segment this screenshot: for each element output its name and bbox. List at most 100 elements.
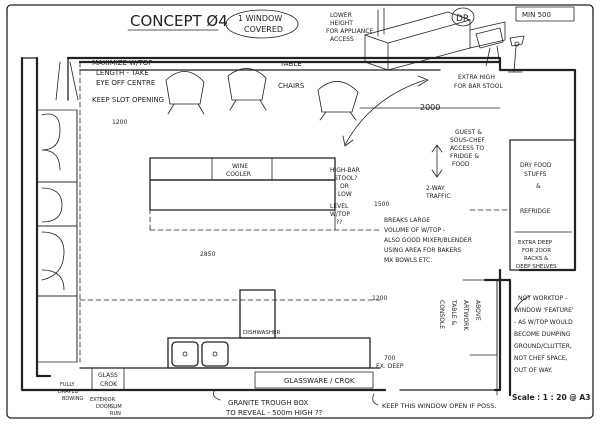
note-console-3: ARTWORK — [462, 300, 469, 331]
note-guest-1: GUEST & — [455, 129, 482, 136]
note-not-worktop-3: - AS W/TOP WOULD — [514, 319, 573, 326]
note-glass-crok-1: GLASS — [98, 372, 118, 379]
corner-tag: DR — [456, 14, 469, 24]
note-dim-700-1: 700 — [384, 355, 396, 362]
note-not-worktop-1: NOT WORKTOP - — [518, 295, 567, 302]
note-keep-window: KEEP THIS WINDOW OPEN IF POSS. — [382, 402, 496, 410]
note-granite-1: GRANITE TROUGH BOX — [228, 399, 308, 407]
note-exterior-2: DOOR — [96, 404, 112, 410]
sheet-border — [6, 4, 594, 419]
note-guest-3: ACCESS TO — [450, 145, 484, 152]
left-window-slot — [55, 57, 79, 101]
note-dry-food-1: DRY FOOD — [520, 162, 552, 169]
title-note-line-1: 1 WINDOW — [238, 14, 282, 23]
note-wine-cooler-1: WINE — [232, 163, 248, 170]
note-breaks-3: ALSO GOOD MIXER/BLENDER — [384, 237, 472, 244]
curved-arrow — [344, 79, 426, 146]
note-granite-2: TO REVEAL - 500m HIGH ?? — [225, 409, 323, 417]
keep-window-arrow — [372, 393, 379, 406]
note-lower-height-1: LOWER — [330, 12, 352, 19]
note-breaks-2: VOLUME OF W/TOP - — [384, 227, 445, 234]
scale-label: Scale : 1 : 20 @ A3 — [512, 393, 590, 402]
note-glassware: GLASSWARE / CROK — [284, 377, 355, 385]
note-maximize-2: LENGTH - TAKE — [96, 69, 149, 77]
note-fully-draped-2: DRAPED — [58, 389, 79, 395]
two-way-arrow — [431, 144, 443, 178]
note-guest-2: SOUS-CHEF — [450, 137, 485, 144]
note-console-4: ABOVE — [474, 300, 481, 321]
note-guest-5: FOOD — [452, 161, 470, 168]
note-not-worktop-7: OUT OF WAY. — [514, 367, 552, 374]
main-worktop — [79, 289, 381, 389]
note-extra-deep-1: EXTRA DEEP — [518, 240, 553, 246]
note-level-2: W/TOP — [330, 211, 350, 218]
note-not-worktop-6: NOT CHEF SPACE, — [514, 355, 568, 362]
top-right-label: MIN 500 — [522, 11, 551, 19]
note-dim-2850: 2850 — [200, 251, 215, 258]
note-dim-700-2: EX. DEEP — [376, 363, 404, 370]
chairs — [165, 68, 359, 121]
note-exterior-1: EXTERIOR — [90, 397, 116, 403]
note-exterior-3: SLIM — [110, 404, 122, 410]
note-wine-cooler-2: COOLER — [226, 171, 251, 178]
note-breaks-1: BREAKS LARGE — [384, 217, 430, 224]
note-dry-food-2: STUFFS — [524, 171, 547, 178]
note-breaks-4: USING AREA FOR BAKERS — [384, 247, 461, 254]
note-extra-high-1: EXTRA HIGH — [458, 74, 495, 81]
title-note-outline — [225, 9, 299, 39]
dry-food-unit — [509, 139, 576, 271]
note-dry-food-4: REFRIDGE — [520, 208, 551, 215]
console-table-outline — [462, 279, 498, 356]
note-level-3: ?? — [336, 219, 342, 226]
corner-tag-outline — [451, 7, 475, 27]
note-two-way-1: 2-WAY — [426, 185, 445, 192]
note-not-worktop-2: WINDOW 'FEATURE' — [514, 307, 574, 314]
note-lower-height-3: FOR APPLIANCE — [326, 28, 373, 35]
note-extra-deep-3: RACKS & — [524, 256, 549, 262]
note-lower-height-2: HEIGHT — [330, 20, 353, 27]
note-extra-deep-2: FOR 2OOR — [522, 248, 551, 254]
note-not-worktop-4: BECOME DUMPING — [514, 331, 571, 338]
note-guest-4: FRIDGE & — [450, 153, 479, 160]
note-dim-1200: 1200 — [112, 119, 127, 126]
note-high-bar-3: OR — [340, 183, 349, 190]
note-lower-height-4: ACCESS — [330, 36, 354, 43]
walls — [20, 56, 577, 397]
glass-crok-box — [91, 367, 125, 391]
not-worktop-arrow — [514, 295, 531, 311]
note-extra-deep-4: DEEP SHELVES — [516, 264, 557, 270]
note-not-worktop-5: GROUND/CLUTTER, — [514, 343, 572, 350]
note-glass-crok-2: CROK — [100, 381, 118, 388]
note-exterior-4: RUN — [110, 411, 121, 417]
note-console-1: CONSOLE — [438, 300, 445, 329]
note-dishwasher: DISHWASHER — [243, 330, 280, 336]
note-dry-food-3: & — [536, 183, 541, 190]
top-right-label-box — [515, 6, 575, 22]
note-dim-1200b: 1200 — [372, 295, 387, 302]
note-dim-1500: 1500 — [374, 201, 389, 208]
left-wall-units — [36, 61, 81, 363]
curved-arrow-head-top — [417, 75, 429, 87]
note-chairs: CHAIRS — [278, 82, 305, 90]
note-high-bar-2: STOOL? — [334, 175, 357, 182]
island — [149, 157, 381, 231]
note-extra-high-2: FOR BAR STOOL — [454, 83, 503, 90]
note-level-1: LEVEL — [330, 203, 349, 210]
page-title: CONCEPT Ø4 — [130, 12, 228, 30]
title-note-line-2: COVERED — [244, 25, 283, 34]
note-high-bar-1: HIGH-BAR — [330, 167, 360, 174]
note-two-way-2: TRAFFIC — [425, 193, 451, 200]
note-dim-2000: 2000 — [420, 103, 440, 112]
note-keep-slot: KEEP SLOT OPENING — [92, 96, 164, 104]
granite-arrow — [212, 389, 221, 401]
note-fully-draped-3: BOWING — [62, 396, 83, 402]
note-table: TABLE — [279, 60, 302, 68]
note-high-bar-4: LOW — [338, 191, 352, 198]
curved-arrow-head-bottom — [342, 135, 354, 147]
note-fully-draped-1: FULLY — [60, 382, 75, 388]
note-maximize-1: MAXIMIZE W/TOP — [92, 59, 153, 67]
note-breaks-5: MX BOWLS ETC. — [384, 257, 432, 264]
note-console-2: TABLE & — [450, 299, 457, 325]
note-maximize-3: EYE OFF CENTRE — [96, 79, 155, 87]
